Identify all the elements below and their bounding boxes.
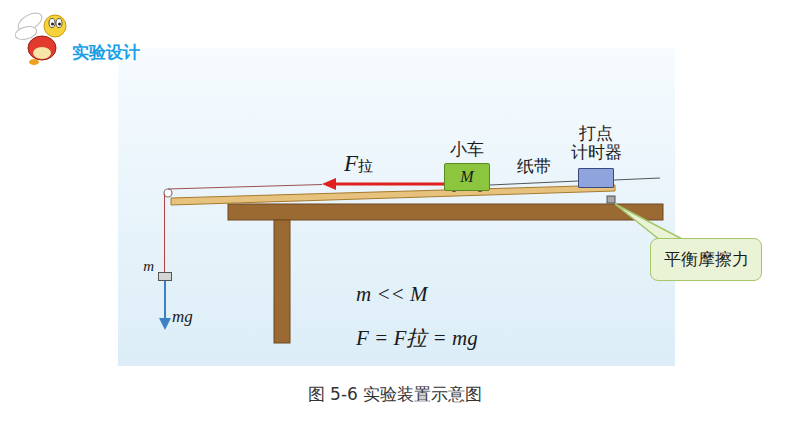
- callout-text: 平衡摩擦力: [664, 250, 749, 270]
- string: [164, 194, 165, 272]
- logo-icon: [14, 9, 66, 65]
- tape-label: 纸带: [517, 157, 551, 177]
- paper-tape: [614, 178, 660, 180]
- timer-box: 打点 计时器: [578, 168, 614, 188]
- table-leg: [274, 220, 290, 343]
- eye: [49, 19, 55, 28]
- belly: [33, 47, 51, 59]
- pull-force-arrow: [334, 183, 446, 186]
- gravity-arrowhead: [159, 318, 171, 330]
- head: [44, 15, 66, 37]
- cart-label: 小车: [450, 140, 484, 160]
- cart-mass-symbol: M: [460, 168, 473, 186]
- pupil: [51, 23, 54, 26]
- pull-force-arrowhead: [322, 178, 336, 190]
- figure-caption: 图 5-6 实验装置示意图: [0, 385, 790, 405]
- panel-ground: [118, 48, 675, 366]
- gravity-arrow: [164, 281, 166, 320]
- eye: [56, 19, 62, 28]
- pupil: [58, 23, 61, 26]
- string: [168, 185, 322, 190]
- mass-condition: m << M: [356, 282, 428, 306]
- hanging-mass-symbol: m: [143, 258, 154, 275]
- paper-tape: [490, 181, 578, 185]
- pulley: [164, 189, 172, 197]
- timer-label: 打点 计时器: [568, 124, 624, 163]
- hanging-mass: m: [158, 272, 172, 281]
- cart-box: 小车M: [444, 163, 490, 191]
- logo-title: 实验设计: [72, 43, 140, 63]
- foot: [29, 59, 39, 65]
- force-equation: F = F拉 = mg: [356, 326, 478, 350]
- pull-force-label: F拉: [344, 151, 373, 177]
- incline-board: [171, 185, 615, 205]
- callout-pointer: [615, 204, 684, 240]
- shell: [28, 36, 56, 60]
- table-top: [228, 204, 663, 220]
- callout-box: 平衡摩擦力: [650, 238, 762, 281]
- wedge-block: [607, 196, 615, 203]
- gravity-label: mg: [172, 307, 193, 327]
